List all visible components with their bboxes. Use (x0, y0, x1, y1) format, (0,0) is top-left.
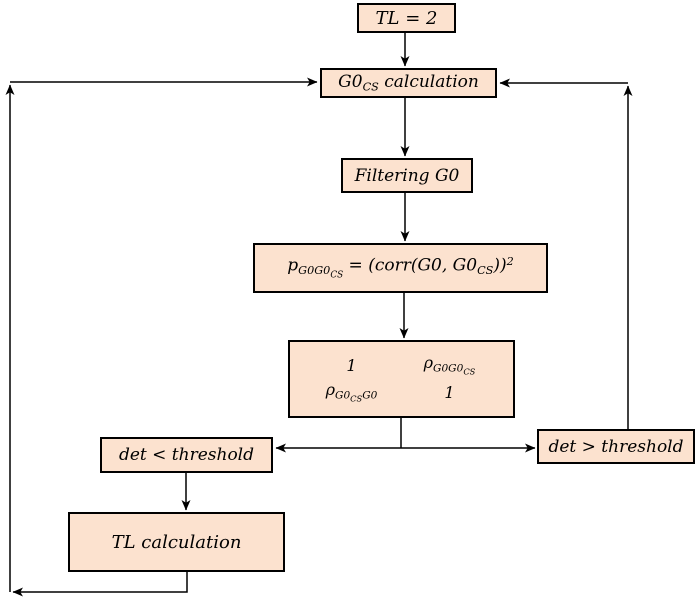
node-g0cs-calculation: G0CS calculation (320, 68, 497, 98)
matrix-cell-11: 1 (346, 355, 357, 375)
determinant: 1 ρG0G0CS ρG0CSG0 1 (290, 352, 513, 406)
node-correlation-formula: pG0G0CS = (corr(G0, G0CS))2 (253, 243, 548, 293)
node-det-greater-threshold-label: det > threshold (548, 436, 684, 457)
matrix-cell-12: ρG0G0CS (423, 353, 476, 377)
matrix-cell-21: ρG0CSG0 (325, 380, 378, 404)
node-det-less-threshold: det < threshold (100, 437, 273, 473)
node-g0cs-calculation-label: G0CS calculation (338, 72, 479, 94)
node-determinant-matrix: 1 ρG0G0CS ρG0CSG0 1 (288, 340, 515, 418)
node-tl-calculation-label: TL calculation (111, 531, 242, 553)
node-det-less-threshold-label: det < threshold (118, 445, 255, 465)
node-tl-calculation: TL calculation (68, 512, 285, 572)
node-det-greater-threshold: det > threshold (537, 429, 695, 464)
arrow-tlcalc-to-left-corner (12, 572, 188, 597)
node-correlation-formula-label: pG0G0CS = (corr(G0, G0CS))2 (287, 255, 514, 281)
node-filtering-g0-label: Filtering G0 (354, 165, 460, 186)
determinant-grid: 1 ρG0G0CS ρG0CSG0 1 (304, 352, 500, 406)
matrix-cell-22: 1 (444, 382, 455, 402)
node-tl-initial: TL = 2 (357, 3, 456, 33)
node-filtering-g0: Filtering G0 (341, 158, 473, 193)
node-tl-initial-label: TL = 2 (375, 7, 438, 29)
